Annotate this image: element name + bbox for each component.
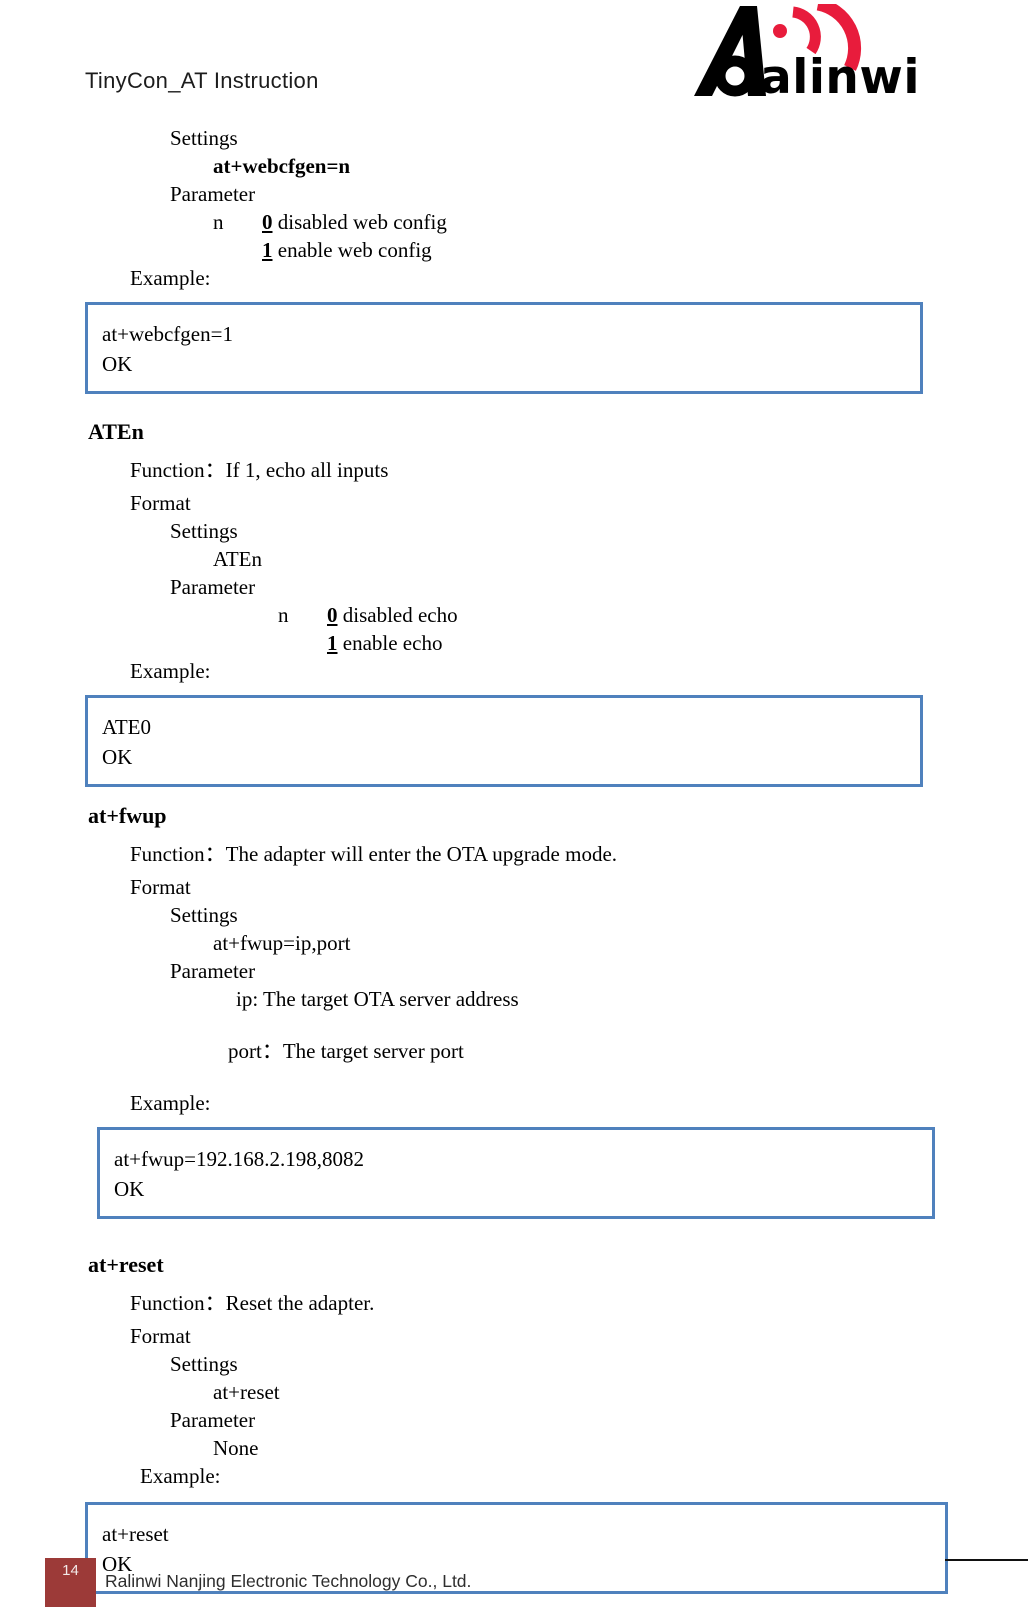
function-line: Function：The adapter will enter the OTA … [130, 842, 618, 866]
param-name: n [278, 603, 289, 627]
command-syntax: at+fwup=ip,port [213, 931, 351, 955]
code-example-box: at+reset OK [85, 1502, 948, 1594]
parameter-label: Parameter [170, 575, 256, 599]
code-line: OK [102, 745, 133, 769]
param-option: n 0 disabled web config [213, 208, 968, 236]
logo-wordmark: alinwi [760, 50, 920, 98]
footer-divider [945, 1559, 1028, 1561]
code-line: at+webcfgen=1 [102, 322, 233, 346]
command-syntax: at+reset [213, 1380, 280, 1404]
example-label: Example: [130, 659, 211, 683]
command-syntax: ATEn [213, 547, 262, 571]
option-key: 0 [327, 603, 338, 627]
footer-company: Ralinwi Nanjing Electronic Technology Co… [105, 1571, 472, 1591]
doc-title: TinyCon_AT Instruction [85, 68, 319, 93]
option-key: 1 [262, 238, 273, 262]
format-label: Format [130, 1324, 191, 1348]
parameter-label: Parameter [170, 959, 256, 983]
settings-label: Settings [170, 903, 238, 927]
code-example-box: at+webcfgen=1 OK [85, 302, 923, 394]
parameter-label: Parameter [170, 1408, 256, 1432]
code-line: OK [102, 352, 133, 376]
command-syntax: at+webcfgen=n [213, 154, 351, 178]
ralinwi-logo: alinwi [694, 4, 920, 98]
param-none-line: None [213, 1436, 259, 1460]
format-label: Format [130, 491, 191, 515]
section-heading: at+fwup [88, 803, 167, 828]
code-line: ATE0 [102, 715, 151, 739]
function-line: Function：Reset the adapter. [130, 1291, 375, 1315]
param-name: n [213, 210, 224, 234]
page-number-badge: 14 [45, 1558, 96, 1607]
option-text: enable echo [342, 631, 443, 655]
option-text: disabled web config [277, 210, 447, 234]
parameter-label: Parameter [170, 182, 256, 206]
settings-label: Settings [170, 519, 238, 543]
option-key: 0 [262, 210, 273, 234]
section-heading: ATEn [88, 419, 144, 444]
code-line: OK [114, 1177, 145, 1201]
option-key: 1 [327, 631, 338, 655]
format-label: Format [130, 875, 191, 899]
logo-lambda-icon [694, 6, 766, 97]
param-port-line: port：The target server port [228, 1039, 464, 1063]
code-line: OK [102, 1552, 133, 1576]
code-line: at+reset [102, 1522, 169, 1546]
page-content: Settings at+webcfgen=n Parameter n 0 disa… [85, 124, 968, 1594]
page-number: 14 [62, 1562, 79, 1579]
settings-label: Settings [170, 126, 238, 150]
param-option: 1 enable echo [278, 629, 968, 657]
code-example-box: at+fwup=192.168.2.198,8082 OK [97, 1127, 935, 1219]
param-option: n 0 disabled echo [278, 601, 968, 629]
function-line: Function：If 1, echo all inputs [130, 458, 389, 482]
example-label: Example: [130, 266, 211, 290]
code-example-box: ATE0 OK [85, 695, 923, 787]
settings-label: Settings [170, 1352, 238, 1376]
param-option: 1 enable web config [213, 236, 968, 264]
example-label: Example: [140, 1464, 221, 1488]
section-heading: at+reset [88, 1252, 164, 1277]
option-text: enable web config [277, 238, 432, 262]
code-line: at+fwup=192.168.2.198,8082 [114, 1147, 365, 1171]
signal-waves-icon [773, 4, 862, 71]
example-label: Example: [130, 1091, 211, 1115]
param-ip-line: ip: The target OTA server address [236, 987, 519, 1011]
option-text: disabled echo [342, 603, 458, 627]
